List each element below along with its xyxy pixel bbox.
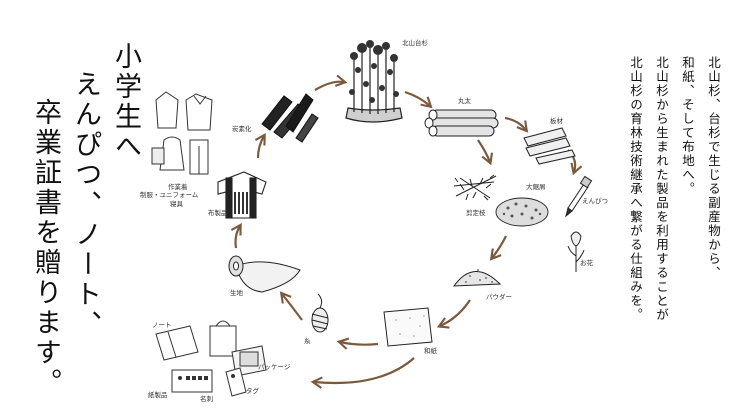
label-sentei: 剪定枝	[466, 209, 486, 217]
label-shiseihin: 紙製品	[148, 391, 168, 399]
label-itazai: 板材	[550, 117, 563, 125]
label-kiji: 生地	[230, 289, 243, 297]
label-oganakuzu: 大鋸屑	[526, 183, 546, 191]
label-ito: 糸	[304, 337, 311, 345]
arrow-tree-to-log	[404, 90, 433, 109]
label-washi: 和紙	[424, 347, 437, 355]
plank-icon	[523, 127, 576, 165]
label-note: ノート	[152, 321, 172, 329]
washi-icon	[383, 307, 433, 347]
powder-icon	[452, 269, 502, 287]
arrow-thread-to-fabric	[279, 291, 303, 321]
log-icon	[424, 109, 499, 137]
sawdust-icon	[495, 197, 549, 227]
label-tag: タグ	[246, 387, 259, 395]
label-maruki: 丸太	[458, 97, 471, 105]
label-ohana: お花	[580, 259, 593, 267]
label-uniform: 制服・ユニフォーム	[140, 191, 199, 199]
description-line-3: 北山杉から生まれた製品を利用することが	[654, 56, 669, 322]
pencil-icon	[565, 175, 593, 218]
label-enpitsu: えんぴつ	[582, 197, 608, 205]
arrow-washi-to-thread	[336, 337, 379, 350]
label-powder: パウダー	[486, 293, 512, 301]
arrow-charcoal-to-tree	[314, 74, 348, 91]
arrow-washi-to-paper	[310, 357, 415, 389]
label-nuno: 布製品	[208, 209, 228, 217]
label-sagyogi: 作業着	[168, 183, 188, 191]
fabric-icon	[228, 255, 301, 293]
arrow-log-to-sawdust	[477, 139, 494, 166]
arrow-powder-to-washi	[436, 299, 471, 329]
description-line-2: 和紙、そして布地へ。	[680, 56, 695, 196]
label-meishi: 名刺	[200, 395, 213, 403]
branch-icon	[453, 174, 497, 201]
description-line-1: 北山杉、台杉で生じる副産物から、	[706, 56, 721, 280]
label-package: パッケージ	[258, 363, 291, 371]
description-line-4: 北山杉の育林技術継承へ繋がる仕組みを。	[628, 56, 643, 322]
thread-icon	[311, 293, 329, 333]
arrow-sawdust-to-powder	[489, 235, 507, 261]
paper-products-icon	[155, 320, 267, 397]
happi-icon	[217, 171, 267, 219]
tree-icon	[345, 40, 403, 123]
heading-line-1: 小学生へ	[110, 42, 141, 162]
clothes-icon	[151, 91, 213, 175]
arrow-log-to-plank	[504, 116, 529, 133]
flower-icon	[567, 231, 585, 272]
charcoal-icon	[261, 93, 319, 143]
label-daisugi: 北山台杉	[402, 39, 428, 47]
arrow-fabric-to-happi	[230, 223, 242, 249]
label-shingu: 寝具	[170, 200, 183, 208]
heading-line-2: えんぴつ、ノート、	[70, 70, 101, 340]
heading-line-3: 卒業証書を贈ります。	[30, 98, 61, 398]
label-tanka: 炭素化	[232, 125, 252, 133]
arrow-happi-to-charcoal	[254, 133, 266, 159]
